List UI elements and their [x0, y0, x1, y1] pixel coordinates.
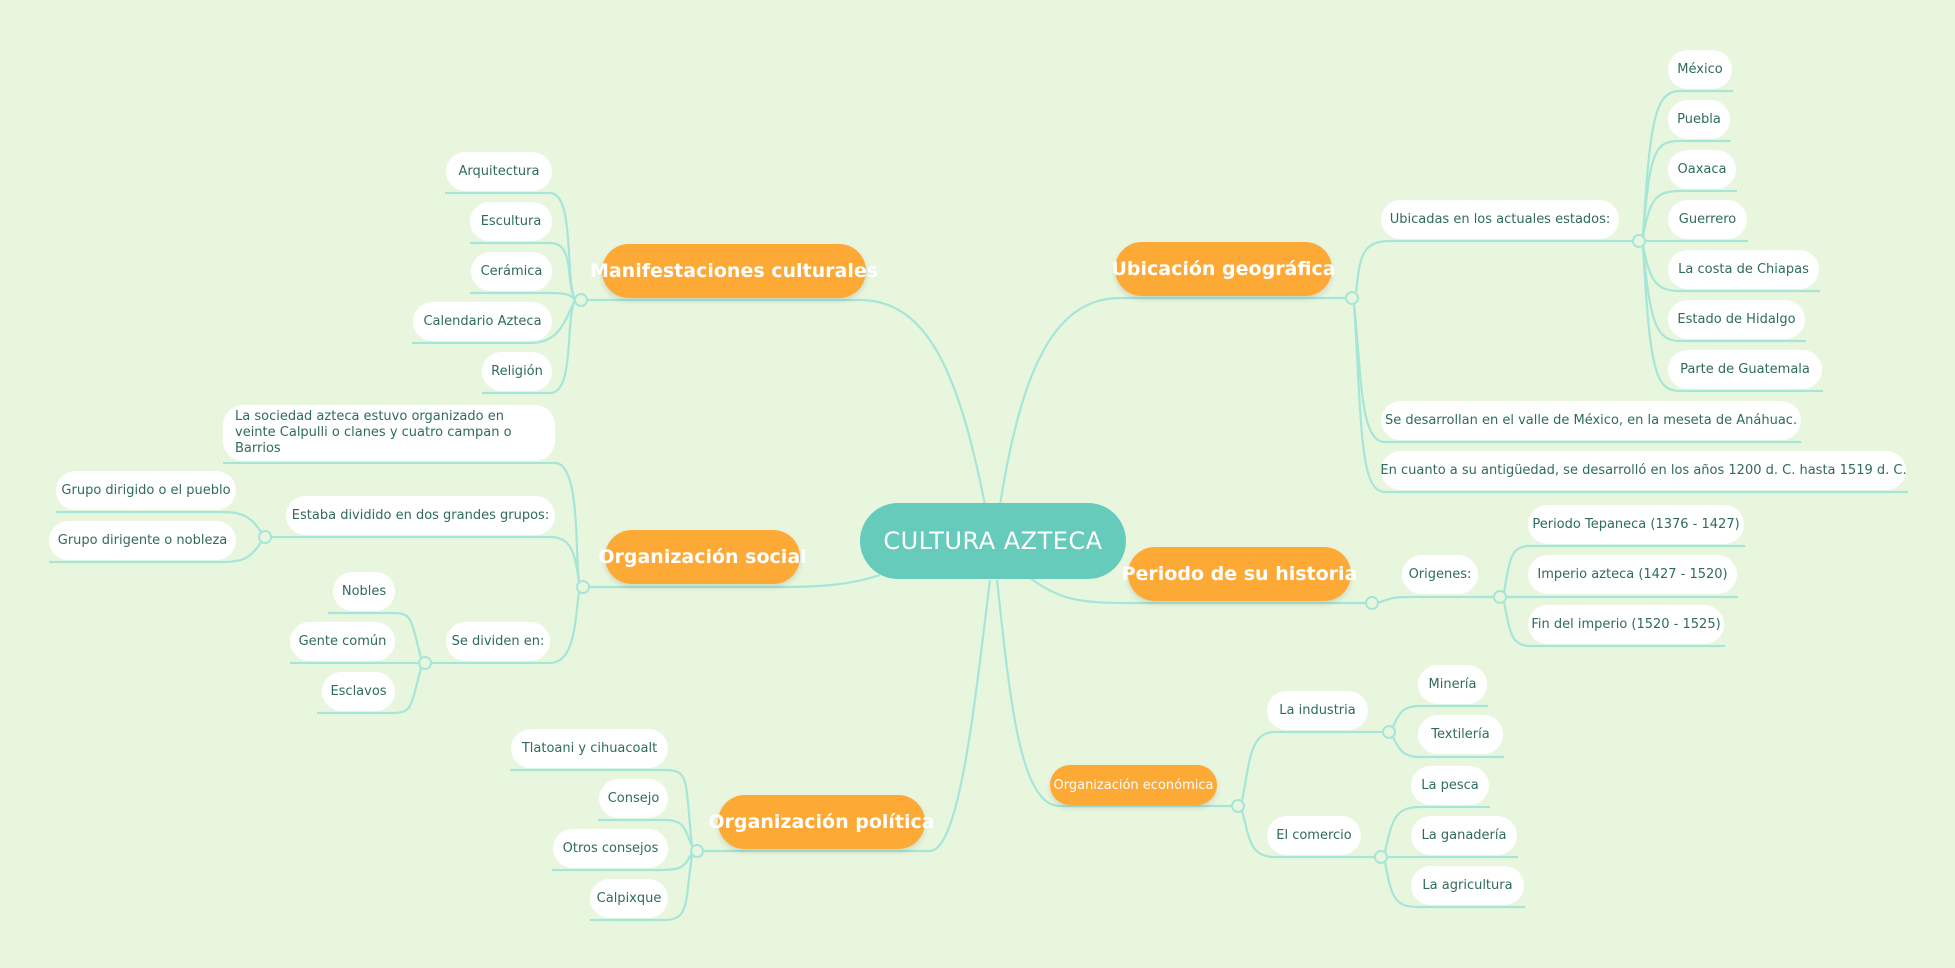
leaf-mineria[interactable]: Minería [1418, 665, 1487, 704]
leaf-puebla[interactable]: Puebla [1668, 100, 1730, 139]
leaf-parte-guatemala[interactable]: Parte de Guatemala [1668, 350, 1822, 389]
leaf-label: Periodo Tepaneca (1376 - 1427) [1532, 517, 1740, 532]
leaf-label: Otros consejos [562, 841, 659, 856]
link-root-politica [695, 579, 992, 853]
leaf-label: Tlatoani y cihuacoalt [521, 741, 658, 756]
leaf-label: Nobles [341, 584, 387, 599]
leaf-consejo[interactable]: Consejo [599, 779, 668, 818]
leaf-label: Imperio azteca (1427 - 1520) [1537, 567, 1728, 582]
leaf-label: La agricultura [1422, 878, 1513, 893]
leaf-tlatoani[interactable]: Tlatoani y cihuacoalt [511, 729, 668, 768]
leaf-label: Arquitectura [458, 164, 540, 179]
leaf-la-pesca[interactable]: La pesca [1411, 766, 1489, 805]
leaf-sociedad-calpulli[interactable]: La sociedad azteca estuvo organizado en … [223, 405, 555, 461]
leaf-label: Religión [491, 364, 543, 379]
leaf-guerrero[interactable]: Guerrero [1668, 200, 1747, 239]
leaf-label: Calendario Azteca [423, 314, 542, 329]
leaf-mexico[interactable]: México [1668, 50, 1732, 89]
leaf-label: Grupo dirigente o nobleza [57, 533, 228, 548]
leaf-ubicadas-estados[interactable]: Ubicadas en los actuales estados: [1381, 200, 1619, 239]
leaf-oaxaca[interactable]: Oaxaca [1668, 150, 1736, 189]
leaf-label: Gente común [298, 634, 387, 649]
leaf-label: La pesca [1421, 778, 1479, 793]
root-label: CULTURA AZTECA [883, 527, 1103, 555]
leaf-religion[interactable]: Religión [482, 352, 552, 391]
leaf-label: Estaba dividido en dos grandes grupos: [291, 508, 550, 523]
leaf-label: México [1677, 62, 1723, 77]
leaf-label: Minería [1428, 677, 1477, 692]
leaf-label: La costa de Chiapas [1678, 262, 1809, 277]
link-root-manifestaciones [605, 298, 987, 506]
topic-label: Manifestaciones culturales [589, 260, 879, 282]
topic-label: Organización económica [1053, 777, 1214, 793]
topic-periodo-historia[interactable]: Periodo de su historia [1122, 547, 1357, 601]
leaf-costa-chiapas[interactable]: La costa de Chiapas [1668, 250, 1819, 289]
leaf-label: Se desarrollan en el valle de México, en… [1384, 413, 1798, 428]
leaf-la-agricultura[interactable]: La agricultura [1411, 866, 1524, 905]
leaf-la-industria[interactable]: La industria [1267, 691, 1368, 730]
root-node[interactable]: CULTURA AZTECA [860, 503, 1126, 579]
leaf-nobles[interactable]: Nobles [333, 572, 395, 611]
link-root-social [580, 573, 881, 589]
leaf-gente-comun[interactable]: Gente común [290, 622, 395, 661]
leaf-label: El comercio [1276, 828, 1352, 843]
leaf-calpixque[interactable]: Calpixque [590, 879, 668, 918]
leaf-otros-consejos[interactable]: Otros consejos [553, 829, 668, 868]
leaf-fin-imperio[interactable]: Fin del imperio (1520 - 1525) [1528, 605, 1724, 644]
leaf-valle-mexico[interactable]: Se desarrollan en el valle de México, en… [1381, 401, 1801, 440]
leaf-label: En cuanto a su antigüedad, se desarrolló… [1380, 463, 1907, 478]
leaf-esclavos[interactable]: Esclavos [322, 672, 395, 711]
leaf-grupo-dirigido[interactable]: Grupo dirigido o el pueblo [56, 471, 236, 510]
leaf-imperio-azteca[interactable]: Imperio azteca (1427 - 1520) [1528, 555, 1737, 594]
leaf-label: Origenes: [1408, 567, 1472, 582]
leaf-la-ganaderia[interactable]: La ganadería [1411, 816, 1517, 855]
leaf-calendario-azteca[interactable]: Calendario Azteca [413, 302, 552, 341]
leaf-el-comercio[interactable]: El comercio [1267, 816, 1361, 855]
topic-manifestaciones-culturales[interactable]: Manifestaciones culturales [590, 244, 878, 298]
leaf-label: Puebla [1677, 112, 1721, 127]
leaf-label: La industria [1279, 703, 1356, 718]
link-root-economica [995, 579, 1237, 808]
topic-label: Ubicación geográfica [1111, 258, 1336, 280]
leaf-textileria[interactable]: Textilería [1418, 715, 1503, 754]
leaf-label: Consejo [607, 791, 660, 806]
leaf-label: Ubicadas en los actuales estados: [1389, 212, 1611, 227]
topic-organizacion-politica[interactable]: Organización política [708, 795, 935, 849]
leaf-periodo-tepaneca[interactable]: Periodo Tepaneca (1376 - 1427) [1528, 505, 1744, 544]
topic-ubicacion-geografica[interactable]: Ubicación geográfica [1111, 242, 1336, 296]
leaf-label: Oaxaca [1677, 162, 1727, 177]
leaf-label: Parte de Guatemala [1680, 362, 1810, 377]
leaf-ceramica[interactable]: Cerámica [471, 252, 552, 291]
leaf-label: Esclavos [330, 684, 387, 699]
topic-organizacion-social[interactable]: Organización social [598, 530, 807, 584]
leaf-label: Textilería [1431, 727, 1490, 742]
leaf-dos-grandes-grupos[interactable]: Estaba dividido en dos grandes grupos: [286, 496, 555, 535]
topic-label: Periodo de su historia [1121, 563, 1358, 585]
leaf-label: Cerámica [480, 264, 543, 279]
leaf-label: Fin del imperio (1520 - 1525) [1531, 617, 1721, 632]
leaf-arquitectura[interactable]: Arquitectura [446, 152, 552, 191]
leaf-grupo-dirigente[interactable]: Grupo dirigente o nobleza [49, 521, 236, 560]
leaf-se-dividen-en[interactable]: Se dividen en: [446, 622, 550, 661]
leaf-label: La sociedad azteca estuvo organizado en … [235, 409, 512, 456]
leaf-label: Calpixque [596, 891, 662, 906]
leaf-estado-hidalgo[interactable]: Estado de Hidalgo [1668, 300, 1805, 339]
leaf-origenes[interactable]: Origenes: [1402, 555, 1478, 594]
link-root-periodo [1029, 577, 1370, 605]
leaf-label: La ganadería [1421, 828, 1507, 843]
topic-label: Organización social [598, 546, 807, 568]
leaf-label: Grupo dirigido o el pueblo [61, 483, 231, 498]
leaf-label: Estado de Hidalgo [1677, 312, 1796, 327]
leaf-label: Guerrero [1678, 212, 1737, 227]
topic-label: Organización política [708, 811, 935, 833]
leaf-antiguedad[interactable]: En cuanto a su antigüedad, se desarrolló… [1380, 451, 1907, 490]
leaf-label: Se dividen en: [451, 634, 545, 649]
topic-organizacion-economica[interactable]: Organización económica [1050, 765, 1217, 805]
leaf-label: Escultura [480, 214, 542, 229]
leaf-escultura[interactable]: Escultura [470, 202, 552, 241]
link-root-ubicacion [998, 296, 1350, 506]
